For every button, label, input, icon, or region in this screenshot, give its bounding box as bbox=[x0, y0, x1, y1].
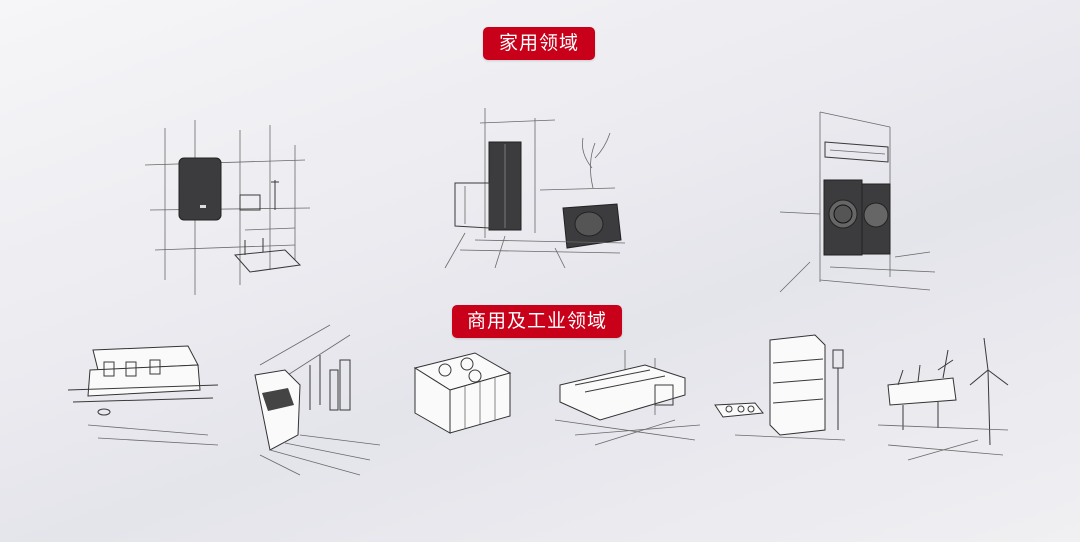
offshore-platform-wind-turbine-illustration bbox=[878, 330, 1013, 465]
laundry-washer-dryer-illustration bbox=[770, 112, 940, 292]
printing-press-factory-illustration bbox=[555, 350, 700, 450]
kitchen-fridge-heat-pump-illustration bbox=[445, 108, 625, 268]
commercial-industrial-section-label: 商用及工业领域 bbox=[452, 305, 622, 338]
commercial-kitchen-range-illustration bbox=[405, 348, 515, 438]
baking-oven-illustration bbox=[715, 335, 855, 445]
high-speed-train-illustration bbox=[240, 325, 390, 475]
household-section-label: 家用领域 bbox=[483, 27, 595, 60]
espresso-machine-illustration bbox=[68, 340, 223, 450]
water-heater-bathroom-illustration bbox=[145, 120, 310, 295]
